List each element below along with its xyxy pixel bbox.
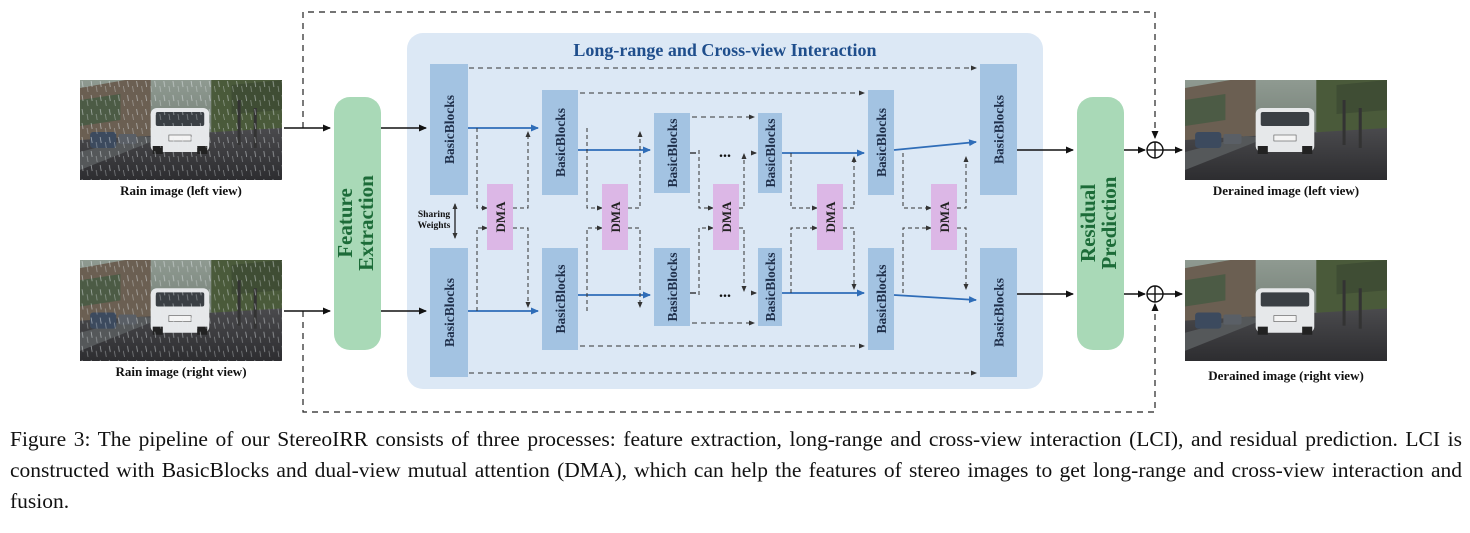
dma-block-5 (931, 184, 957, 250)
dma-block-4 (817, 184, 843, 250)
dma-label-3: DMA (719, 201, 734, 233)
feature-extraction-line1: Feature (333, 188, 357, 258)
ellipsis-top: ... (719, 144, 731, 161)
basic-block-label-bot-1: BasicBlocks (442, 278, 457, 347)
dma-out-top-5 (957, 156, 969, 209)
pipeline-diagram: Long-range and Cross-view Interaction Ra… (80, 11, 1387, 413)
top-skip-connection (302, 11, 1159, 139)
dma-label-5: DMA (937, 201, 952, 233)
dma-label-2: DMA (608, 201, 623, 233)
lci-title: Long-range and Cross-view Interaction (573, 40, 876, 60)
rain-image-left (80, 80, 282, 180)
basic-block-label-bot-4: BasicBlocks (763, 252, 778, 321)
basic-block-label-bot-2: BasicBlocks (553, 264, 568, 333)
basic-block-label-bot-3: BasicBlocks (665, 252, 680, 321)
dma-in-bottom-5 (902, 225, 932, 293)
sharing-weights-line1: Sharing (418, 210, 450, 220)
dma-out-bottom-1 (513, 227, 531, 308)
basic-block-bot-5 (868, 248, 894, 350)
dma-block-1 (487, 184, 513, 250)
dma-in-bottom-4 (790, 225, 818, 293)
feature-extraction-block (334, 97, 381, 350)
basic-block-label-top-5: BasicBlocks (874, 108, 889, 177)
feature-extraction-line2: Extraction (354, 175, 378, 271)
basic-block-label-top-4: BasicBlocks (763, 118, 778, 187)
flow-arrow-8 (893, 294, 977, 304)
basic-block-top-3 (654, 113, 690, 193)
dma-in-top-2 (586, 128, 603, 211)
sharing-weights-line2: Weights (418, 221, 451, 231)
rain-image-right-label: Rain image (right view) (115, 364, 246, 379)
basic-block-label-top-3: BasicBlocks (665, 118, 680, 187)
derained-image-right-label: Derained image (right view) (1208, 368, 1364, 383)
dma-in-top-3 (698, 150, 714, 211)
ellipsis-bottom: ... (719, 284, 731, 301)
derained-image-left-label: Derained image (left view) (1213, 183, 1359, 198)
dma-in-top-4 (790, 153, 818, 211)
rain-image-right (80, 260, 282, 361)
basic-block-bot-3 (654, 248, 690, 326)
dma-label-4: DMA (823, 201, 838, 233)
dma-out-bottom-3 (739, 227, 747, 292)
basic-block-top-6 (980, 64, 1017, 195)
dma-out-top-1 (513, 131, 531, 209)
residual-prediction-line1: Residual (1076, 184, 1100, 262)
basic-block-bot-1 (430, 248, 468, 377)
basic-block-label-top-6: BasicBlocks (992, 95, 1007, 164)
dma-out-bottom-5 (957, 227, 969, 290)
basic-block-label-bot-6: BasicBlocks (992, 278, 1007, 347)
basic-block-top-1 (430, 64, 468, 195)
basic-block-label-bot-5: BasicBlocks (874, 264, 889, 333)
residual-prediction-block (1077, 97, 1124, 350)
derained-image-right (1185, 260, 1387, 361)
dma-block-2 (602, 184, 628, 250)
figure-caption: Figure 3: The pipeline of our StereoIRR … (10, 427, 1462, 513)
derained-image-left (1185, 80, 1387, 180)
basic-block-bot-2 (542, 248, 578, 350)
basic-block-top-4 (758, 113, 782, 193)
flow-arrow-4 (893, 139, 977, 151)
dma-out-top-2 (628, 131, 643, 209)
dma-in-bottom-3 (698, 225, 714, 295)
basic-block-label-top-1: BasicBlocks (442, 95, 457, 164)
basic-block-bot-4 (758, 248, 782, 326)
dma-in-top-1 (476, 128, 488, 211)
rain-image-left-label: Rain image (left view) (120, 183, 242, 198)
basic-block-bot-6 (980, 248, 1017, 377)
basic-block-top-2 (542, 90, 578, 195)
dma-out-bottom-2 (628, 227, 643, 308)
dma-out-top-3 (739, 153, 747, 209)
lci-content: BasicBlocksBasicBlocksBasicBlocksBasicBl… (430, 64, 1017, 377)
basic-block-top-5 (868, 90, 894, 195)
dma-label-1: DMA (493, 201, 508, 233)
dma-out-bottom-4 (843, 227, 857, 290)
dma-block-3 (713, 184, 739, 250)
bottom-skip-connection (302, 303, 1159, 413)
dma-in-bottom-2 (586, 225, 603, 311)
residual-prediction-line2: Prediction (1097, 176, 1121, 269)
dma-out-top-4 (843, 156, 857, 209)
basic-block-label-top-2: BasicBlocks (553, 108, 568, 177)
dma-in-top-5 (902, 153, 932, 211)
